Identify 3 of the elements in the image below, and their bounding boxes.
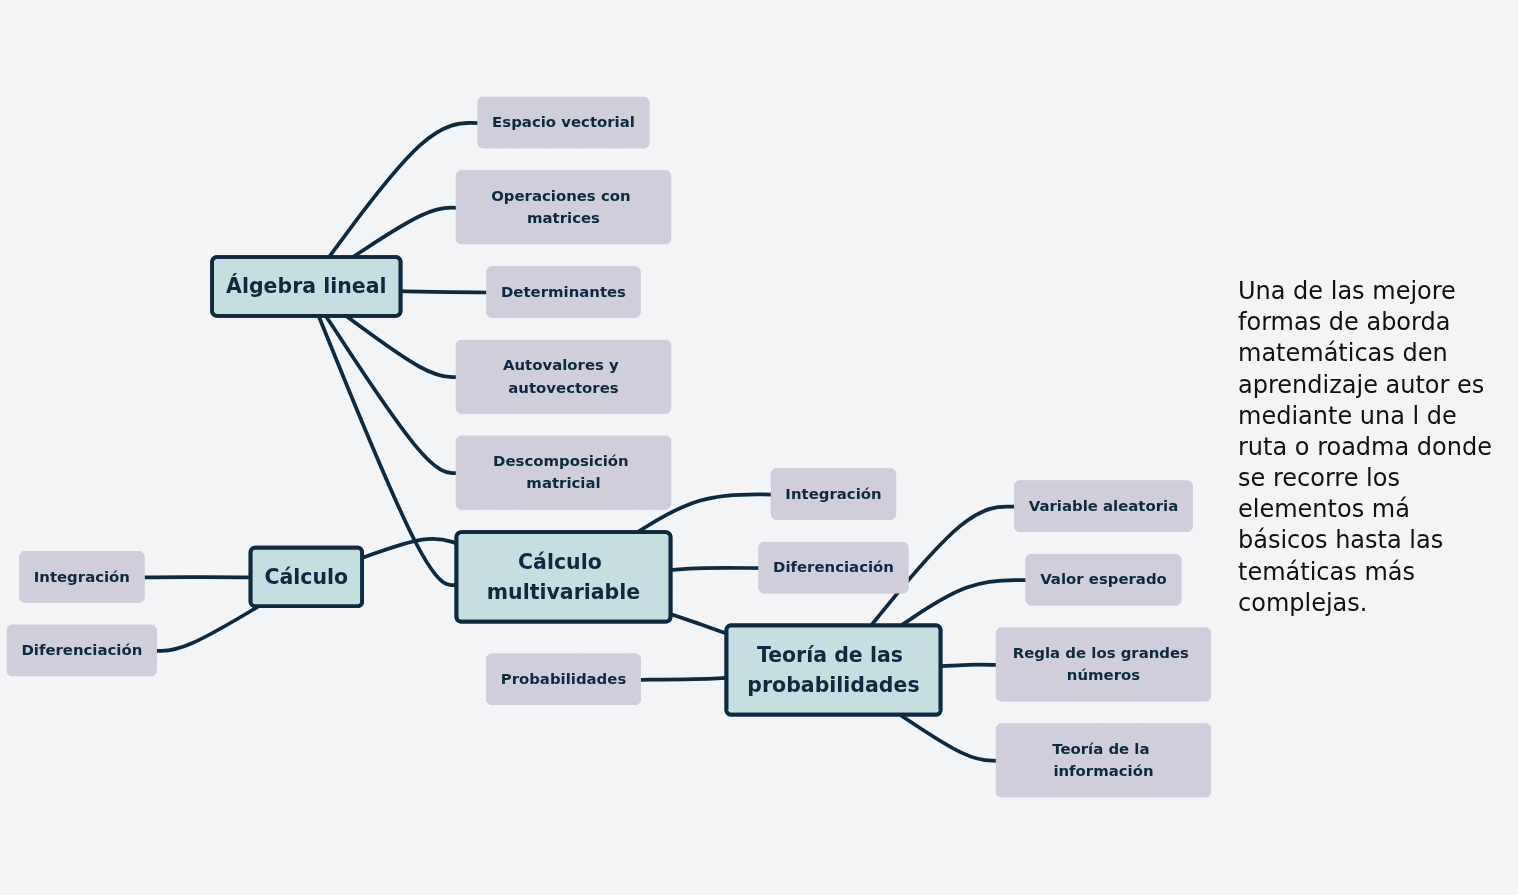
connector	[156, 605, 260, 654]
connector	[317, 316, 457, 588]
description-paragraph: Una de las mejore formas de aborda matemáticas den aprendizaje autor es mediante una l de ruta o roadma donde se recorre los elementos má básicos hasta las temáticas más complejas.	[1238, 275, 1493, 619]
